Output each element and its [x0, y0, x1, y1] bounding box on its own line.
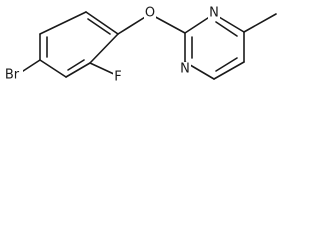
ether-oxygen-label: O [145, 6, 155, 21]
pyrimidine-ring [184, 13, 245, 80]
atom-nitrogen-top: N [208, 6, 220, 21]
chemical-structure-diagram: Br F O N N [3, 6, 277, 85]
atom-ether-oxygen: O [144, 6, 156, 21]
bromine-label: Br [5, 68, 20, 83]
atom-bromine: Br [3, 66, 23, 83]
nitrogen-bottom-label: N [180, 62, 190, 77]
nitrogen-top-label: N [209, 6, 219, 21]
benzene-ring [39, 11, 119, 78]
fluorine-label: F [114, 70, 121, 85]
atom-nitrogen-bottom: N [179, 62, 191, 77]
atom-fluorine: F [113, 70, 124, 85]
methyl-bond [243, 13, 277, 33]
